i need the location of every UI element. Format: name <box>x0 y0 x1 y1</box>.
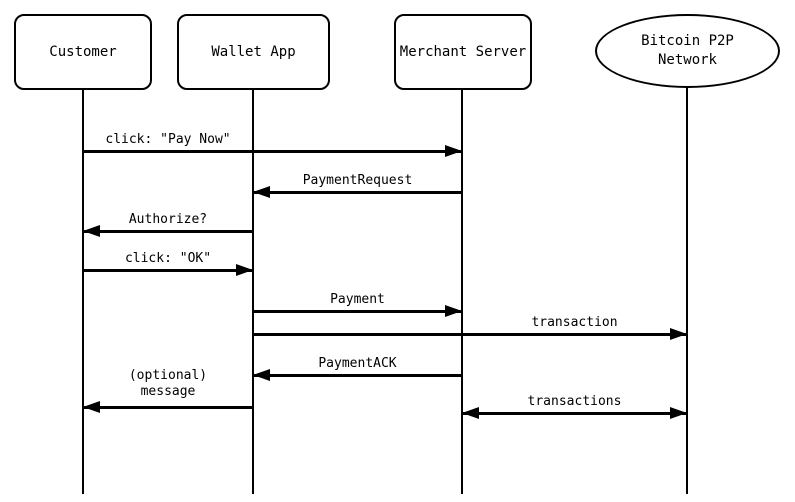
message-arrow-click-ok <box>83 264 253 277</box>
message-label-click-pay-now: click: "Pay Now" <box>105 132 231 147</box>
message-label-payment-ack: PaymentACK <box>318 356 397 371</box>
message-arrow-optional-message <box>83 401 253 414</box>
actor-merchant-server: Merchant Server <box>394 14 532 90</box>
actor-merchant-server-label: Merchant Server <box>399 43 527 60</box>
arrowhead-right-icon <box>445 305 462 317</box>
message-label-payment: Payment <box>330 292 385 307</box>
lifeline-wallet-app <box>252 90 254 494</box>
arrowhead-left-icon <box>253 186 270 198</box>
actor-customer: Customer <box>14 14 152 90</box>
lifeline-bitcoin-p2p-network <box>686 88 688 494</box>
message-arrow-transactions <box>462 407 687 420</box>
actor-bitcoin-p2p-network: Bitcoin P2P Network <box>595 14 780 88</box>
arrowhead-right-icon <box>670 407 687 419</box>
lifeline-merchant-server <box>461 90 463 494</box>
message-label-click-ok: click: "OK" <box>124 251 212 266</box>
arrowhead-left-icon <box>83 225 100 237</box>
actor-wallet-app: Wallet App <box>177 14 330 90</box>
arrow-shaft <box>253 333 687 336</box>
message-label-payment-request: PaymentRequest <box>302 173 413 188</box>
message-label-transactions: transactions <box>527 394 622 409</box>
arrow-shaft <box>253 374 462 377</box>
actor-bitcoin-p2p-network-label: Bitcoin P2P Network <box>641 33 734 68</box>
actor-customer-label: Customer <box>49 43 117 60</box>
arrow-shaft <box>462 412 687 415</box>
message-arrow-payment-request <box>253 186 462 199</box>
message-label-transaction: transaction <box>531 315 618 330</box>
message-arrow-payment-ack <box>253 369 462 382</box>
arrowhead-right-icon <box>670 328 687 340</box>
message-arrow-click-pay-now <box>83 145 462 158</box>
arrow-shaft <box>253 191 462 194</box>
message-label-authorize: Authorize? <box>128 212 208 227</box>
arrowhead-left-icon <box>253 369 270 381</box>
arrowhead-left-icon <box>462 407 479 419</box>
lifeline-customer <box>82 90 84 494</box>
message-arrow-authorize <box>83 225 253 238</box>
arrowhead-right-icon <box>236 264 253 276</box>
arrowhead-left-icon <box>83 401 100 413</box>
message-arrow-payment <box>253 305 462 318</box>
arrow-shaft <box>83 230 253 233</box>
arrow-shaft <box>83 406 253 409</box>
message-arrow-transaction <box>253 328 687 341</box>
actor-wallet-app-label: Wallet App <box>211 43 296 60</box>
arrow-shaft <box>253 310 462 313</box>
arrow-shaft <box>83 150 462 153</box>
arrow-shaft <box>83 269 253 272</box>
message-label-optional-message: (optional) message <box>128 368 208 399</box>
arrowhead-right-icon <box>445 145 462 157</box>
